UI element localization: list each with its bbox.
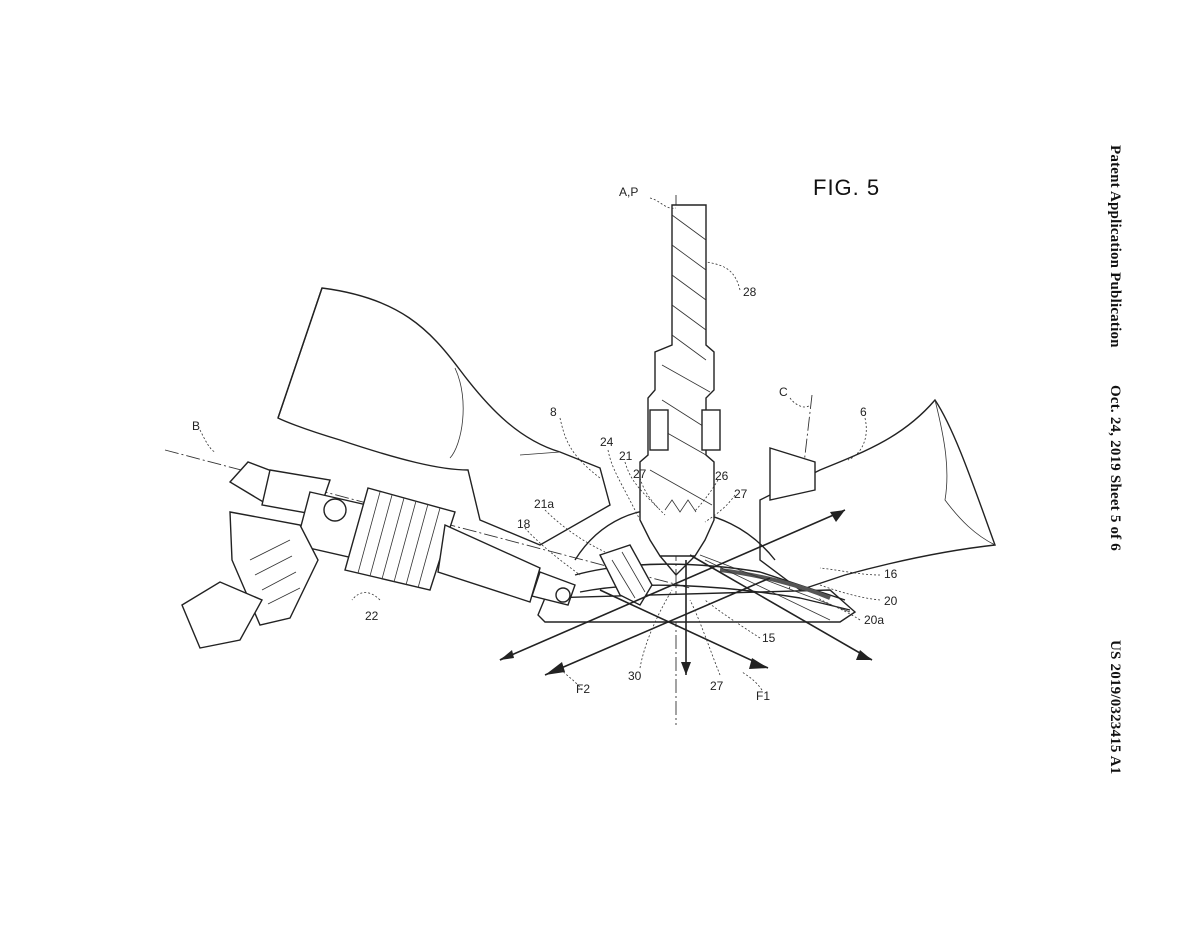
cylinder-head-base [537, 589, 857, 623]
label-27-bottom: 27 [710, 679, 724, 693]
spark-plug [639, 204, 721, 577]
label-f2: F2 [576, 682, 590, 696]
label-26: 26 [715, 469, 729, 483]
element-21-hatch [611, 551, 646, 599]
label-16: 16 [884, 567, 898, 581]
patent-drawing: A,P 28 B C 8 6 24 21 27 26 27 21a 18 16 … [164, 185, 996, 725]
flow-arrow-lower-right [689, 554, 873, 661]
intake-duct-lip [519, 451, 561, 456]
publication-number: US 2019/0323415 A1 [1107, 640, 1123, 775]
flow-arrows [499, 509, 873, 676]
flow-arrow-f1 [599, 589, 769, 669]
label-f1: F1 [756, 689, 770, 703]
internal-channel-lower [579, 584, 851, 611]
exhaust-valve-seat [769, 447, 816, 501]
label-22: 22 [365, 609, 379, 623]
label-6: 6 [860, 405, 867, 419]
label-20: 20 [884, 594, 898, 608]
label-24: 24 [600, 435, 614, 449]
label-8: 8 [550, 405, 557, 419]
label-20a: 20a [864, 613, 884, 627]
element-21 [599, 544, 653, 606]
label-27-left: 27 [633, 467, 647, 481]
intake-duct-curve [449, 367, 464, 459]
date-sheet: Oct. 24, 2019 Sheet 5 of 6 [1107, 385, 1123, 552]
page-header: Patent Application Publication Oct. 24, … [1093, 0, 1123, 927]
label-30: 30 [628, 669, 642, 683]
label-21a: 21a [534, 497, 554, 511]
internal-channel-upper [574, 563, 846, 601]
intake-duct-edge [277, 287, 323, 419]
publication-type: Patent Application Publication [1107, 145, 1123, 348]
exhaust-duct [759, 398, 996, 591]
flow-arrow-upper-right [499, 509, 846, 661]
label-b: B [192, 419, 200, 433]
figure-title: FIG. 5 [813, 175, 881, 200]
label-21: 21 [619, 449, 633, 463]
channel-16-line [719, 568, 831, 600]
channel-20-lines [699, 554, 851, 621]
exhaust-duct-inner [934, 399, 996, 546]
label-18: 18 [517, 517, 531, 531]
label-28: 28 [743, 285, 757, 299]
flow-arrow-f2 [544, 577, 771, 676]
label-c: C [779, 385, 788, 399]
label-ap: A,P [619, 185, 638, 199]
leader-lines [199, 197, 881, 691]
fuel-injector [181, 461, 576, 649]
reference-labels: A,P 28 B C 8 6 24 21 27 26 27 21a 18 16 … [192, 185, 898, 703]
intake-duct [277, 287, 611, 546]
label-27-right: 27 [734, 487, 748, 501]
label-15: 15 [762, 631, 776, 645]
